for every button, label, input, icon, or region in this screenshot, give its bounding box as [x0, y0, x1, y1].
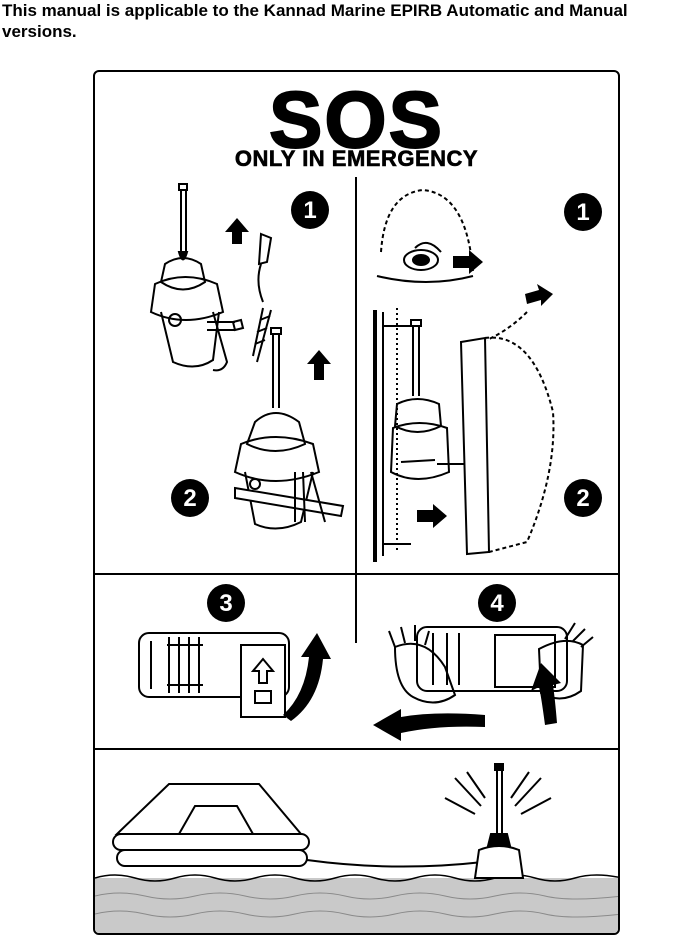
step-badge-left-1: 1: [291, 191, 329, 229]
epirb-beacon-icon: [233, 327, 345, 530]
activation-panel: 3 4: [138, 584, 594, 741]
step-number: 1: [303, 197, 316, 224]
step-badge-4: 4: [478, 584, 516, 622]
up-arrow-icon: [225, 218, 249, 244]
epirb-beacon-hands-icon: [388, 622, 594, 704]
sos-title: SOS: [268, 75, 444, 164]
up-arrow-icon: [307, 350, 331, 380]
step-badge-left-2: 2: [171, 479, 209, 517]
left-curve-arrow-icon: [373, 709, 485, 741]
left-release-panel: 1: [149, 183, 345, 530]
mounting-bracket-icon: [373, 308, 465, 562]
step-number: 4: [490, 590, 504, 617]
step-number: 1: [576, 199, 589, 226]
panel-divider-horizontal: [95, 573, 618, 575]
right-bracket-panel: 1 2: [373, 188, 602, 562]
epirb-beacon-icon: [149, 183, 235, 372]
right-arrow-icon: [453, 250, 483, 274]
panel-divider-vertical: [355, 177, 357, 643]
step-number: 2: [183, 485, 196, 512]
bracket-cover-icon: [376, 188, 474, 283]
step-number: 3: [219, 590, 232, 617]
tether-line: [306, 859, 484, 868]
sea-water: [95, 874, 618, 933]
life-raft-icon: [112, 783, 310, 867]
step-badge-3: 3: [207, 584, 245, 622]
rotate-arrow-icon: [283, 633, 331, 721]
manual-intro-text: This manual is applicable to the Kannad …: [2, 1, 628, 41]
release-pin-icon: [231, 232, 273, 363]
step-badge-right-2: 2: [564, 479, 602, 517]
panel-divider-horizontal-lower: [95, 748, 618, 750]
step-number: 2: [576, 485, 589, 512]
bracket-cover-open-icon: [459, 311, 555, 556]
sos-subtitle: ONLY IN EMERGENCY: [234, 146, 479, 172]
up-curve-arrow-icon: [531, 663, 561, 725]
right-arrow-icon: [417, 504, 447, 528]
deployment-panel: [95, 763, 618, 933]
sos-placard: SOS ONLY IN EMERGENCY 1: [93, 70, 620, 935]
epirb-beacon-horizontal-icon: [138, 632, 290, 718]
right-arrow-icon: [525, 284, 553, 306]
step-badge-right-1: 1: [564, 193, 602, 231]
floating-epirb-icon: [444, 763, 552, 879]
